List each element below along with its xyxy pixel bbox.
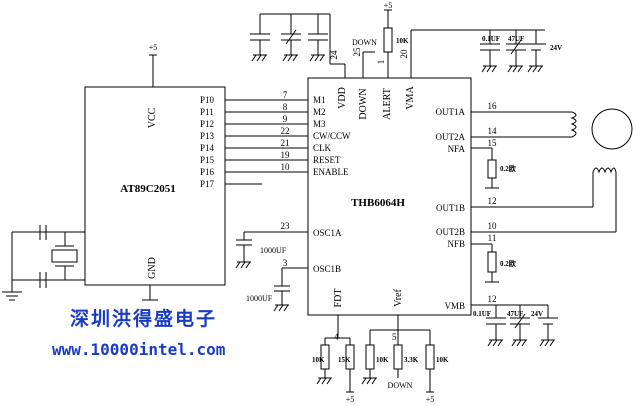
mcu-pin-p11: P11	[200, 107, 214, 117]
vmb-cap-01uf-label: 0.1UF	[473, 310, 491, 318]
nfa-sense-resistor-label: 0.2欧	[500, 164, 516, 173]
driver-pin-vmb: VMB	[444, 301, 465, 311]
osc1a-cap-label: 1000UF	[260, 246, 287, 255]
driver-left-pin-numbers: 7 8 9 22 21 19 10	[281, 90, 291, 172]
mcu-name: AT89C2051	[120, 183, 175, 195]
driver-pin-down: DOWN	[358, 88, 369, 119]
pin-number-11: 11	[488, 233, 497, 243]
driver-name: THB6064H	[351, 197, 405, 209]
driver-pin-m2: M2	[313, 107, 326, 117]
pin-number-12: 12	[488, 196, 497, 206]
vma-cap-01uf-label: 0.1UF	[482, 35, 500, 43]
driver-pin-cwccw: CW/CCW	[313, 131, 351, 141]
fdt-supply-label: +5	[346, 395, 355, 404]
fdt-resistor-10k-label: 10K	[312, 356, 325, 364]
driver-pin-fdt: FDT	[333, 289, 344, 308]
pin-number-1: 1	[376, 60, 386, 65]
mcu-pin-p13: P13	[200, 131, 215, 141]
pin-number-5: 5	[392, 332, 397, 342]
down-output-label: DOWN	[388, 381, 413, 390]
pin-number-12-vmb: 12	[488, 294, 497, 304]
pin-number-25: 25	[352, 47, 362, 57]
driver-pin-osc1b: OSC1B	[313, 264, 341, 274]
pin-number-20: 20	[399, 49, 409, 59]
mcu-pin-p16: P16	[200, 167, 215, 177]
mcu-chip	[84, 86, 226, 286]
pin-number-14: 14	[488, 126, 498, 136]
pin-number-16: 16	[488, 101, 498, 111]
driver-left-labels: M1 M2 M3 CW/CCW CLK RESET ENABLE	[313, 95, 351, 177]
driver-pin-out2a: OUT2A	[436, 132, 466, 142]
vref-supply-label: +5	[426, 395, 435, 404]
vref-resistor-33k-label: 3.3K	[404, 356, 419, 364]
pin-number-9: 9	[283, 114, 288, 124]
driver-pin-m3: M3	[313, 119, 326, 129]
driver-pin-nfa: NFA	[448, 144, 466, 154]
driver-pin-out2b: OUT2B	[436, 227, 465, 237]
pin-number-22: 22	[281, 126, 290, 136]
driver-pin-osc1a: OSC1A	[313, 228, 342, 238]
vmb-supply-label: 24V	[531, 310, 543, 318]
driver-right-labels: OUT1A OUT2A NFA OUT1B OUT2B NFB VMB	[436, 107, 466, 311]
driver-pin-enable: ENABLE	[313, 167, 349, 177]
vref-resistor-10k-b-label: 10K	[436, 356, 449, 364]
driver-pin-vdd: VDD	[337, 87, 348, 109]
alert-supply-label: +5	[384, 1, 393, 10]
mcu-pin-p10: P10	[200, 95, 215, 105]
driver-pin-vma: VMA	[405, 86, 416, 110]
watermark-url: www.10000intel.com	[52, 340, 226, 359]
pin-number-23: 23	[281, 221, 291, 231]
vma-supply-label: 24V	[550, 44, 562, 52]
driver-pin-m1: M1	[313, 95, 326, 105]
driver-pin-out1b: OUT1B	[436, 203, 465, 213]
vmb-cap-47uf-label: 47UF	[507, 310, 523, 318]
watermark-company: 深圳洪得盛电子	[70, 307, 217, 330]
pin-number-19: 19	[281, 150, 291, 160]
nfb-sense-resistor-label: 0.2欧	[500, 259, 516, 268]
driver-right-pin-numbers: 16 14 15 12 10 11 12	[488, 101, 498, 304]
vref-resistor-10k-label: 10K	[376, 356, 389, 364]
pin-number-10: 10	[281, 162, 291, 172]
mcu-pin-p14: P14	[200, 143, 215, 153]
pin-number-4: 4	[334, 332, 339, 342]
driver-pin-nfb: NFB	[447, 239, 465, 249]
pin-number-24: 24	[329, 50, 339, 60]
driver-pin-reset: RESET	[313, 155, 341, 165]
driver-chip	[307, 77, 472, 316]
mcu-gnd-label: GND	[147, 257, 158, 279]
pin-number-21: 21	[281, 138, 290, 148]
pin-number-15: 15	[488, 138, 498, 148]
mcu-pin-labels: P10 P11 P12 P13 P14 P15 P16 P17	[200, 95, 215, 189]
mcu-vcc-label: VCC	[147, 107, 158, 128]
alert-resistor-label: 10K	[396, 37, 409, 45]
down-input-label: DOWN	[352, 38, 377, 47]
fdt-resistor-15k-label: 15K	[338, 356, 351, 364]
driver-pin-clk: CLK	[313, 143, 332, 153]
mcu-pin-p17: P17	[200, 179, 215, 189]
pin-number-10-out: 10	[488, 221, 498, 231]
driver-pin-alert: ALERT	[382, 88, 393, 120]
pin-number-8: 8	[283, 102, 288, 112]
mcu-pin-p15: P15	[200, 155, 215, 165]
pin-number-7: 7	[283, 90, 288, 100]
mcu-pin-p12: P12	[200, 119, 214, 129]
mcu-supply-label: +5	[149, 43, 158, 52]
osc1b-cap-label: 1000UF	[246, 294, 273, 303]
vma-cap-47uf-label: 47UF	[508, 35, 524, 43]
driver-pin-out1a: OUT1A	[436, 107, 466, 117]
pin-number-3: 3	[283, 258, 288, 268]
driver-pin-vref: Vref	[393, 288, 404, 306]
